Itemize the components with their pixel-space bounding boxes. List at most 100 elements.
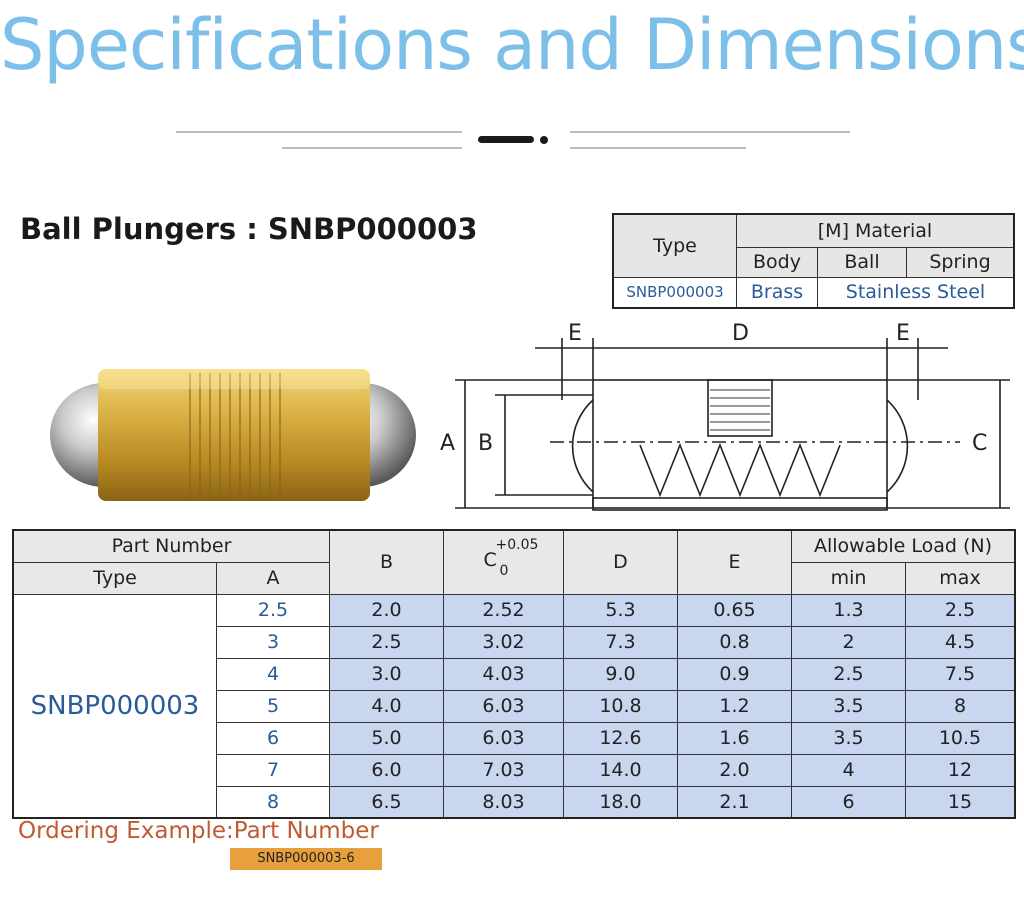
part-number-header: Part Number bbox=[12, 529, 330, 563]
material-spring-header: Spring bbox=[906, 246, 1015, 278]
d-value-cell: 12.6 bbox=[563, 721, 678, 755]
a-value-cell: 2.5 bbox=[216, 593, 330, 627]
drawing-right-ball bbox=[886, 399, 909, 493]
min-value-cell: 3.5 bbox=[791, 689, 906, 723]
c-value-cell: 2.52 bbox=[443, 593, 564, 627]
d-value-cell: 18.0 bbox=[563, 785, 678, 819]
a-value-cell: 6 bbox=[216, 721, 330, 755]
dim-label-d: D bbox=[732, 321, 749, 346]
max-value-cell: 15 bbox=[905, 785, 1016, 819]
e-value-cell: 0.9 bbox=[677, 657, 792, 691]
e-value-cell: 0.8 bbox=[677, 625, 792, 659]
b-value-cell: 6.0 bbox=[329, 753, 444, 787]
max-value-cell: 8 bbox=[905, 689, 1016, 723]
material-table: Type [M] Material Body Ball Spring SNBP0… bbox=[612, 213, 1015, 309]
c-header-label: C bbox=[483, 548, 497, 571]
divider-right-bottom bbox=[570, 147, 746, 149]
a-value-cell: 8 bbox=[216, 785, 330, 819]
b-value-cell: 2.5 bbox=[329, 625, 444, 659]
divider-left-bottom bbox=[282, 147, 462, 149]
a-value-cell: 3 bbox=[216, 625, 330, 659]
material-type-header: Type bbox=[612, 213, 737, 278]
e-value-cell: 1.2 bbox=[677, 689, 792, 723]
min-header: min bbox=[791, 561, 906, 595]
e-value-cell: 2.0 bbox=[677, 753, 792, 787]
c-value-cell: 4.03 bbox=[443, 657, 564, 691]
min-value-cell: 4 bbox=[791, 753, 906, 787]
d-value-cell: 5.3 bbox=[563, 593, 678, 627]
min-value-cell: 1.3 bbox=[791, 593, 906, 627]
max-value-cell: 4.5 bbox=[905, 625, 1016, 659]
d-value-cell: 9.0 bbox=[563, 657, 678, 691]
spec-table: Part Number B C +0.05 0 D E Allowable Lo… bbox=[12, 529, 1016, 819]
technical-drawing: D E E A B C bbox=[440, 321, 1010, 511]
e-header: E bbox=[677, 529, 792, 595]
page-title: Specifications and Dimensions bbox=[0, 4, 1024, 86]
c-value-cell: 3.02 bbox=[443, 625, 564, 659]
b-value-cell: 2.0 bbox=[329, 593, 444, 627]
a-value-cell: 7 bbox=[216, 753, 330, 787]
b-value-cell: 6.5 bbox=[329, 785, 444, 819]
b-value-cell: 4.0 bbox=[329, 689, 444, 723]
c-value-cell: 8.03 bbox=[443, 785, 564, 819]
c-value-cell: 6.03 bbox=[443, 721, 564, 755]
type-value-cell: SNBP000003 bbox=[12, 593, 217, 819]
drawing-left-ball bbox=[571, 399, 594, 493]
material-body-value: Brass bbox=[736, 276, 818, 309]
e-value-cell: 1.6 bbox=[677, 721, 792, 755]
material-type-value: SNBP000003 bbox=[612, 276, 737, 309]
c-header: C +0.05 0 bbox=[443, 529, 564, 595]
d-value-cell: 10.8 bbox=[563, 689, 678, 723]
drawing-body bbox=[592, 379, 888, 509]
min-value-cell: 2.5 bbox=[791, 657, 906, 691]
material-body-header: Body bbox=[736, 246, 818, 278]
divider-dash bbox=[478, 136, 534, 143]
d-value-cell: 7.3 bbox=[563, 625, 678, 659]
e-value-cell: 0.65 bbox=[677, 593, 792, 627]
d-value-cell: 14.0 bbox=[563, 753, 678, 787]
a-value-cell: 5 bbox=[216, 689, 330, 723]
max-value-cell: 2.5 bbox=[905, 593, 1016, 627]
a-header: A bbox=[216, 561, 330, 595]
dim-label-c: C bbox=[972, 431, 987, 456]
divider-right-top bbox=[570, 131, 850, 133]
min-value-cell: 6 bbox=[791, 785, 906, 819]
dim-label-b: B bbox=[478, 431, 493, 456]
c-value-cell: 7.03 bbox=[443, 753, 564, 787]
c-value-cell: 6.03 bbox=[443, 689, 564, 723]
dim-label-a: A bbox=[440, 431, 455, 456]
material-ball-spring-value: Stainless Steel bbox=[817, 276, 1015, 309]
material-header: [M] Material bbox=[736, 213, 1015, 248]
b-header: B bbox=[329, 529, 444, 595]
min-value-cell: 2 bbox=[791, 625, 906, 659]
b-value-cell: 3.0 bbox=[329, 657, 444, 691]
brass-body bbox=[98, 369, 370, 501]
ordering-example-badge: SNBP000003-6 bbox=[230, 848, 382, 870]
allowable-load-header: Allowable Load (N) bbox=[791, 529, 1016, 563]
ordering-example-label: Ordering Example:Part Number bbox=[18, 818, 379, 844]
type-header: Type bbox=[12, 561, 217, 595]
drawing-spring bbox=[639, 442, 841, 498]
divider-dot bbox=[540, 136, 548, 144]
d-header: D bbox=[563, 529, 678, 595]
dim-label-e-right: E bbox=[896, 321, 910, 346]
max-header: max bbox=[905, 561, 1016, 595]
product-photo bbox=[50, 369, 416, 501]
e-value-cell: 2.1 bbox=[677, 785, 792, 819]
c-header-tol-upper: +0.05 bbox=[495, 536, 539, 553]
b-value-cell: 5.0 bbox=[329, 721, 444, 755]
min-value-cell: 3.5 bbox=[791, 721, 906, 755]
dim-label-e-left: E bbox=[568, 321, 582, 346]
material-ball-header: Ball bbox=[817, 246, 907, 278]
product-title: Ball Plungers : SNBP000003 bbox=[20, 212, 478, 246]
a-value-cell: 4 bbox=[216, 657, 330, 691]
divider-left-top bbox=[176, 131, 462, 133]
max-value-cell: 12 bbox=[905, 753, 1016, 787]
